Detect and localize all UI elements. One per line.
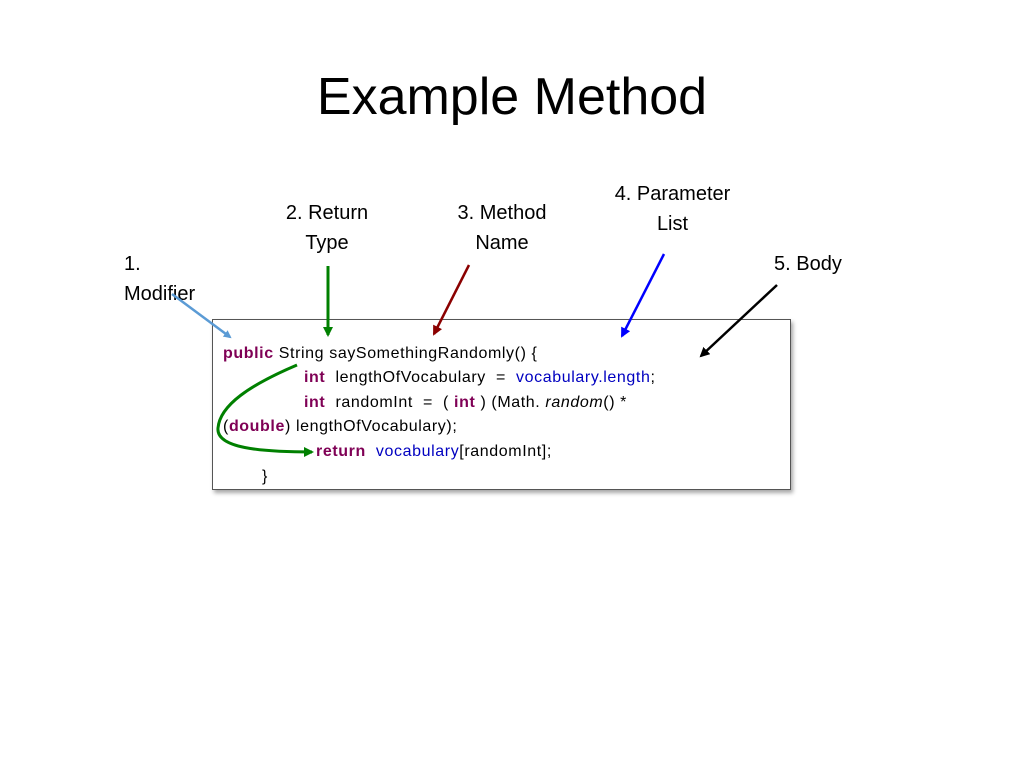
code-line5-rest: [randomInt];: [459, 443, 552, 460]
label-method-name-line1: 3. Method: [457, 202, 547, 224]
label-return-type-line1: 2. Return: [285, 202, 369, 224]
label-return-type-line2: Type: [305, 232, 349, 254]
label-modifier: 1. Modifier: [124, 249, 195, 309]
label-body-line1: 5. Body: [774, 253, 842, 275]
code-return-type: String: [278, 345, 325, 362]
code-line2-decl: lengthOfVocabulary: [335, 369, 486, 386]
code-line4-rest: ) lengthOfVocabulary);: [284, 418, 458, 435]
code-line2-eq: =: [496, 369, 506, 386]
code-line-5: return vocabulary[randomInt];: [316, 440, 552, 464]
code-line3-rest: () *: [603, 394, 627, 411]
code-line3-decl: randomInt: [335, 394, 413, 411]
label-parameter-list: 4. Parameter List: [600, 179, 745, 239]
label-modifier-line1: 1.: [124, 253, 141, 275]
label-modifier-line2: Modifier: [124, 283, 196, 305]
code-line3-cast-close: ) (Math.: [480, 394, 541, 411]
code-line-6: }: [262, 465, 268, 489]
label-method-name-line2: Name: [475, 232, 529, 254]
code-line3-paren-open: (: [443, 394, 449, 411]
code-line2-field: vocabulary.length: [516, 369, 651, 386]
code-line4-keyword: double: [228, 418, 285, 435]
code-line3-cast-keyword: int: [454, 394, 476, 411]
code-line-4: (double) lengthOfVocabulary);: [223, 415, 457, 439]
code-line3-eq: =: [423, 394, 433, 411]
code-params: () {: [514, 345, 538, 362]
label-parameter-list-line2: List: [656, 213, 689, 235]
label-parameter-list-line1: 4. Parameter: [614, 183, 731, 205]
code-closing-brace: }: [262, 468, 268, 485]
slide-title: Example Method: [316, 68, 708, 126]
code-line3-method: random: [545, 394, 604, 411]
code-line-1: public String saySomethingRandomly() {: [223, 342, 538, 366]
code-line3-keyword: int: [304, 394, 326, 411]
label-body: 5. Body: [774, 249, 842, 279]
code-line2-end: ;: [650, 369, 656, 386]
code-line2-keyword: int: [304, 369, 326, 386]
code-line-3: int randomInt = ( int ) (Math. random() …: [304, 391, 627, 415]
code-method-name: saySomethingRandomly: [329, 345, 515, 362]
code-line-2: int lengthOfVocabulary = vocabulary.leng…: [304, 366, 656, 390]
code-modifier: public: [223, 345, 274, 362]
code-line5-keyword: return: [316, 443, 366, 460]
label-method-name: 3. Method Name: [442, 198, 562, 258]
label-return-type: 2. Return Type: [272, 198, 382, 258]
code-line5-field: vocabulary: [375, 443, 460, 460]
